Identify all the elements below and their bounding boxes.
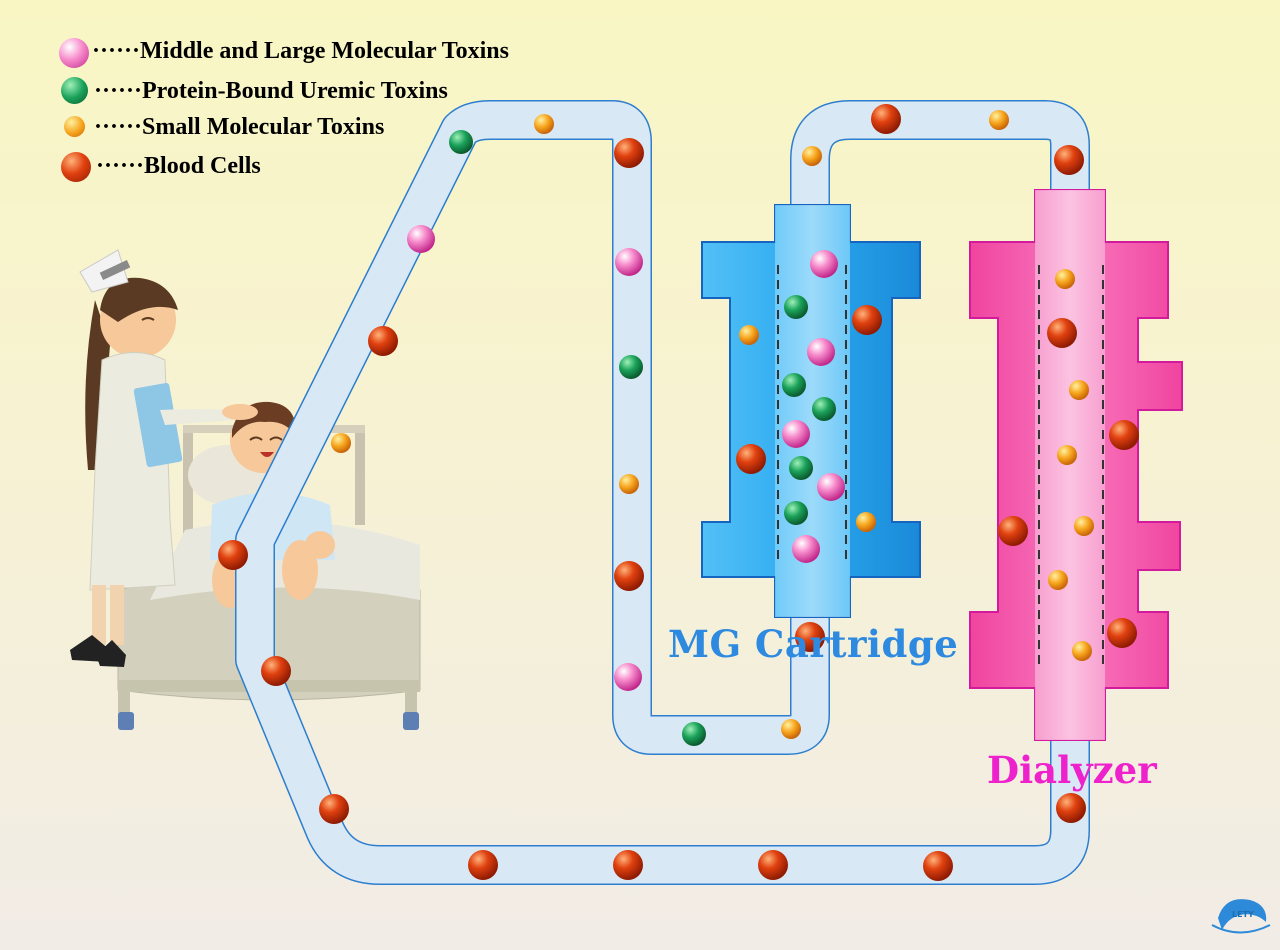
blood-cell-particle xyxy=(614,561,644,591)
small-toxin-particle xyxy=(619,474,639,494)
small-toxin-particle xyxy=(1069,380,1089,400)
legend-label-middle-large: ······Middle and Large Molecular Toxins xyxy=(92,38,509,64)
legend-label-protein-bound: ······Protein-Bound Uremic Toxins xyxy=(94,78,448,104)
middle-large-toxin-particle xyxy=(407,225,435,253)
blood-cell-particle xyxy=(923,851,953,881)
small-toxin-particle xyxy=(1055,269,1075,289)
small-toxin-particle xyxy=(802,146,822,166)
small-toxin-particle xyxy=(331,433,351,453)
blood-cell-particle xyxy=(852,305,882,335)
blood-cell-particle xyxy=(319,794,349,824)
tubing-circuit xyxy=(235,100,1090,885)
legend-small-icon xyxy=(64,116,85,137)
logo-text: LETY xyxy=(1232,910,1254,919)
small-toxin-particle xyxy=(739,325,759,345)
small-toxin-particle xyxy=(1074,516,1094,536)
mg-cartridge-label: MG Cartridge xyxy=(668,622,959,666)
blood-cell-particle xyxy=(795,622,825,652)
dialyzer-label: Dialyzer xyxy=(987,748,1157,792)
middle-large-toxin-particle xyxy=(782,420,810,448)
blood-cell-particle xyxy=(218,540,248,570)
blood-cell-particle xyxy=(1054,145,1084,175)
blood-cell-particle xyxy=(1109,420,1139,450)
middle-large-toxin-particle xyxy=(615,248,643,276)
blood-cell-particle xyxy=(368,326,398,356)
blood-cell-particle xyxy=(758,850,788,880)
blood-cell-particle xyxy=(613,850,643,880)
legend-label-small: ······Small Molecular Toxins xyxy=(94,114,385,140)
legend-blood-cell-icon xyxy=(61,152,91,182)
middle-large-toxin-particle xyxy=(810,250,838,278)
small-toxin-particle xyxy=(534,114,554,134)
middle-large-toxin-particle xyxy=(817,473,845,501)
protein-bound-toxin-particle xyxy=(782,373,806,397)
particles xyxy=(218,104,1139,881)
legend-middle-large-icon xyxy=(59,38,89,68)
small-toxin-particle xyxy=(1057,445,1077,465)
blood-cell-particle xyxy=(1107,618,1137,648)
protein-bound-toxin-particle xyxy=(784,295,808,319)
protein-bound-toxin-particle xyxy=(449,130,473,154)
blood-cell-particle xyxy=(1056,793,1086,823)
small-toxin-particle xyxy=(989,110,1009,130)
protein-bound-toxin-particle xyxy=(682,722,706,746)
protein-bound-toxin-particle xyxy=(789,456,813,480)
protein-bound-toxin-particle xyxy=(619,355,643,379)
blood-cell-particle xyxy=(736,444,766,474)
middle-large-toxin-particle xyxy=(807,338,835,366)
blood-cell-particle xyxy=(998,516,1028,546)
blood-cell-particle xyxy=(871,104,901,134)
blood-cell-particle xyxy=(614,138,644,168)
legend-label-blood-cell: ······Blood Cells xyxy=(96,153,261,179)
blood-cell-particle xyxy=(468,850,498,880)
blood-cell-particle xyxy=(1047,318,1077,348)
small-toxin-particle xyxy=(1072,641,1092,661)
middle-large-toxin-particle xyxy=(614,663,642,691)
small-toxin-particle xyxy=(1048,570,1068,590)
legend-protein-bound-icon xyxy=(61,77,88,104)
blood-cell-particle xyxy=(261,656,291,686)
middle-large-toxin-particle xyxy=(792,535,820,563)
protein-bound-toxin-particle xyxy=(812,397,836,421)
lety-logo xyxy=(1211,899,1271,934)
nurse xyxy=(70,249,258,667)
small-toxin-particle xyxy=(856,512,876,532)
protein-bound-toxin-particle xyxy=(784,501,808,525)
small-toxin-particle xyxy=(781,719,801,739)
